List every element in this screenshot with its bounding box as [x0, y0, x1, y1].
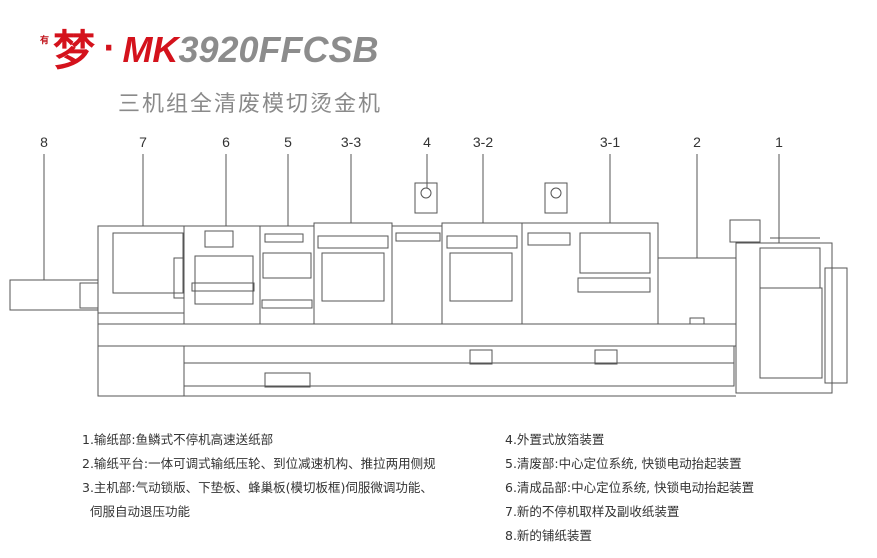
page-title: 三机组全清废模切烫金机: [118, 92, 383, 117]
brand-char: 梦: [53, 26, 96, 75]
list-item: 8.新的铺纸装置: [505, 528, 592, 543]
list-item: 伺服自动退压功能: [90, 504, 191, 519]
label-5: 5: [284, 134, 292, 150]
label-7: 7: [139, 134, 147, 150]
label-6: 6: [222, 134, 230, 150]
list-item: 3.主机部:气动锁版、下垫板、蜂巢板(模切板框)伺服微调功能、: [82, 480, 433, 495]
label-1: 1: [775, 134, 783, 150]
machine-diagram: 8 7 6 5 3-3 4 3-2 3-1 2 1: [9, 134, 848, 397]
list-item: 7.新的不停机取样及副收纸装置: [505, 504, 680, 519]
brand-dot: ·: [103, 31, 115, 66]
list-item: 1.输纸部:鱼鳞式不停机高速送纸部: [82, 432, 274, 447]
description-list-left: 1.输纸部:鱼鳞式不停机高速送纸部 2.输纸平台:一体可调式输纸压轮、到位减速机…: [82, 428, 436, 524]
label-3-2: 3-2: [473, 134, 493, 150]
label-8: 8: [40, 134, 48, 150]
list-item: 2.输纸平台:一体可调式输纸压轮、到位减速机构、推拉两用侧规: [82, 456, 436, 471]
model-number: 3920FFCSB: [178, 29, 379, 70]
header: 有 梦 · MK 3920FFCSB 三机组全清废模切烫金机: [0, 0, 877, 120]
list-item: 5.清废部:中心定位系统, 快锁电动抬起装置: [505, 456, 742, 471]
label-4: 4: [423, 134, 431, 150]
brand-logo: 有 梦 · MK 3920FFCSB: [40, 30, 379, 72]
brand-badge: 有: [40, 36, 50, 46]
brand-mk: MK: [122, 29, 179, 70]
label-3-3: 3-3: [341, 134, 361, 150]
list-item: 6.清成品部:中心定位系统, 快锁电动抬起装置: [505, 480, 755, 495]
label-2: 2: [693, 134, 701, 150]
label-3-1: 3-1: [600, 134, 620, 150]
list-item: 4.外置式放箔装置: [505, 432, 605, 447]
description-list-right: 4.外置式放箔装置 5.清废部:中心定位系统, 快锁电动抬起装置 6.清成品部:…: [505, 428, 754, 548]
